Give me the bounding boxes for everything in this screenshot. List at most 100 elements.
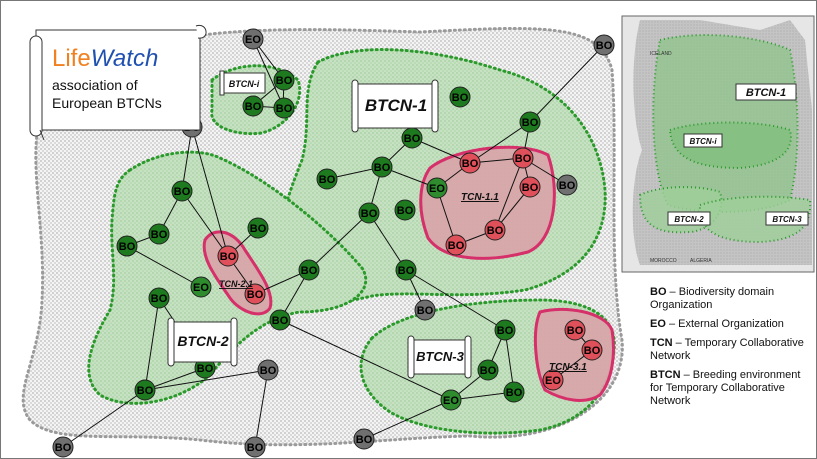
bo-node: BO [445, 234, 467, 256]
bo-node: BO [494, 319, 516, 341]
btcn-3-banner: BTCN-3 [407, 335, 472, 379]
svg-text:EO: EO [429, 183, 445, 195]
svg-text:BO: BO [119, 241, 136, 253]
bo-node: BO [519, 111, 541, 133]
svg-text:EO: EO [245, 34, 261, 46]
bo-node: BO [52, 436, 74, 458]
svg-text:BO: BO [462, 158, 479, 170]
svg-text:EO: EO [443, 395, 459, 407]
bo-node: BO [257, 359, 279, 381]
svg-text:BO: BO [301, 265, 318, 277]
svg-text:BTCN-1: BTCN-1 [746, 87, 786, 99]
external-nodes: EO BO BO BO BO BO BO BO BO [52, 28, 615, 458]
legend-item-tcn: TCN – Temporary Collaborative Network [650, 337, 804, 362]
svg-text:EO: EO [193, 282, 209, 294]
bo-node: BO [459, 152, 481, 174]
eo-node: EO [426, 177, 448, 199]
bo-node: BO [484, 219, 506, 241]
svg-text:BO: BO [272, 315, 289, 327]
svg-text:BO: BO [276, 75, 293, 87]
title-line-2: European BTCNs [52, 95, 162, 111]
bo-node: BO [519, 176, 541, 198]
svg-text:BO: BO [374, 162, 391, 174]
bo-node: BO [449, 86, 471, 108]
svg-text:BO: BO [417, 305, 434, 317]
svg-text:BO: BO [506, 387, 523, 399]
svg-text:BO: BO [174, 186, 191, 198]
svg-text:BO: BO [559, 180, 576, 192]
svg-text:BO: BO [137, 385, 154, 397]
bo-node: BO [273, 97, 295, 119]
tcn-2-1-label: TCN-2.1 [219, 279, 253, 289]
bo-node: BO [401, 127, 423, 149]
svg-text:BO: BO [276, 103, 293, 115]
btcn-2-banner: BTCN-2 [167, 317, 238, 367]
bo-node: BO [358, 202, 380, 224]
svg-text:BO: BO [356, 434, 373, 446]
legend-item-eo: EO – External Organization [650, 318, 784, 330]
bo-node: BO [273, 69, 295, 91]
svg-text:BO: BO [522, 117, 539, 129]
bo-node: BO [564, 319, 586, 341]
bo-node: BO [269, 309, 291, 331]
svg-text:BO: BO [487, 225, 504, 237]
bo-node: BO [244, 436, 266, 458]
svg-text:BO: BO [567, 325, 584, 337]
bo-node: BO [414, 299, 436, 321]
svg-text:BTCN-3: BTCN-3 [416, 349, 464, 364]
svg-text:BO: BO [397, 205, 414, 217]
bo-node: BO [116, 235, 138, 257]
bo-node: BO [194, 357, 216, 379]
svg-text:BO: BO [497, 325, 514, 337]
legend-item-bo: BO – Biodiversity domain Organization [650, 286, 775, 311]
svg-text:BO: BO [452, 92, 469, 104]
svg-text:BO: BO [220, 251, 237, 263]
svg-text:BO: BO [361, 208, 378, 220]
eo-node: EO [542, 369, 564, 391]
svg-text:BO: BO [522, 182, 539, 194]
svg-text:ALGERIA: ALGERIA [690, 258, 712, 264]
svg-text:BO: BO [448, 240, 465, 252]
svg-text:BO: BO [260, 365, 277, 377]
bo-node: EO [242, 28, 264, 50]
bo-node: BO [217, 245, 239, 267]
bo-node: BO [316, 168, 338, 190]
title-line-1: association of [52, 77, 138, 93]
svg-text:BTCN-i: BTCN-i [689, 137, 717, 146]
btcn-i-banner: BTCN-i [219, 70, 266, 96]
svg-text:BO: BO [151, 293, 168, 305]
btcn-1-banner: BTCN-1 [351, 79, 439, 133]
svg-text:BO: BO [480, 365, 497, 377]
bo-node: BO [371, 156, 393, 178]
lifewatch-title-scroll: LifeWatch association of European BTCNs [29, 24, 207, 141]
bo-node: BO [247, 217, 269, 239]
eo-node: EO [440, 389, 462, 411]
tcn-3-1-label: TCN-3.1 [549, 362, 587, 373]
svg-text:BO: BO [250, 223, 267, 235]
svg-text:BO: BO [515, 153, 532, 165]
svg-text:BO: BO [404, 133, 421, 145]
svg-text:BO: BO [247, 442, 264, 454]
svg-text:BO: BO [247, 289, 264, 301]
eo-node: EO [190, 276, 212, 298]
europe-inset-map: BTCN-1 BTCN-i BTCN-2 BTCN-3 ICELAND MORO… [621, 15, 815, 273]
bo-node: BO [394, 199, 416, 221]
bo-node: BO [395, 259, 417, 281]
bo-node: BO [244, 283, 266, 305]
bo-node: BO [593, 34, 615, 56]
bo-node: BO [503, 381, 525, 403]
svg-text:ICELAND: ICELAND [650, 51, 672, 57]
bo-node: BO [148, 287, 170, 309]
bo-node: BO [581, 339, 603, 361]
svg-text:BO: BO [197, 363, 214, 375]
bo-node: BO [512, 147, 534, 169]
bo-node: BO [171, 180, 193, 202]
svg-text:BO: BO [319, 174, 336, 186]
bo-node: BO [556, 174, 578, 196]
bo-node: BO [353, 428, 375, 450]
svg-text:BTCN-1: BTCN-1 [365, 96, 427, 115]
svg-text:BTCN-3: BTCN-3 [772, 215, 802, 224]
svg-text:BO: BO [151, 229, 168, 241]
bo-node: BO [477, 359, 499, 381]
